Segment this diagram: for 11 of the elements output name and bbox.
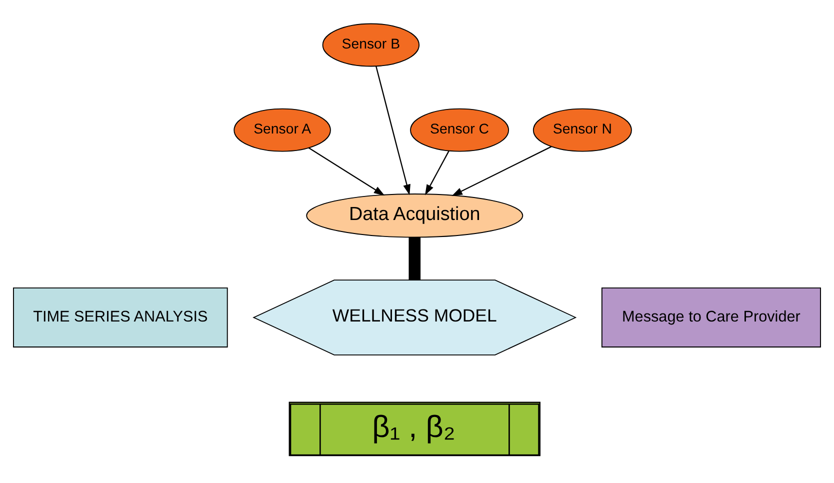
arrow bbox=[424, 150, 450, 195]
node-ellipse: Sensor N bbox=[532, 108, 632, 152]
node-box: TIME SERIES ANALYSIS bbox=[13, 286, 228, 347]
node-ellipse: Sensor B bbox=[322, 22, 420, 66]
arrow bbox=[452, 146, 552, 196]
node-ellipse: Data Acquistion bbox=[306, 193, 524, 238]
arrow bbox=[308, 146, 385, 196]
node-box: Message to Care Provider bbox=[601, 286, 821, 347]
node-ellipse: Sensor C bbox=[410, 108, 510, 152]
node-ellipse: Sensor A bbox=[234, 108, 331, 152]
arrow bbox=[376, 66, 410, 195]
